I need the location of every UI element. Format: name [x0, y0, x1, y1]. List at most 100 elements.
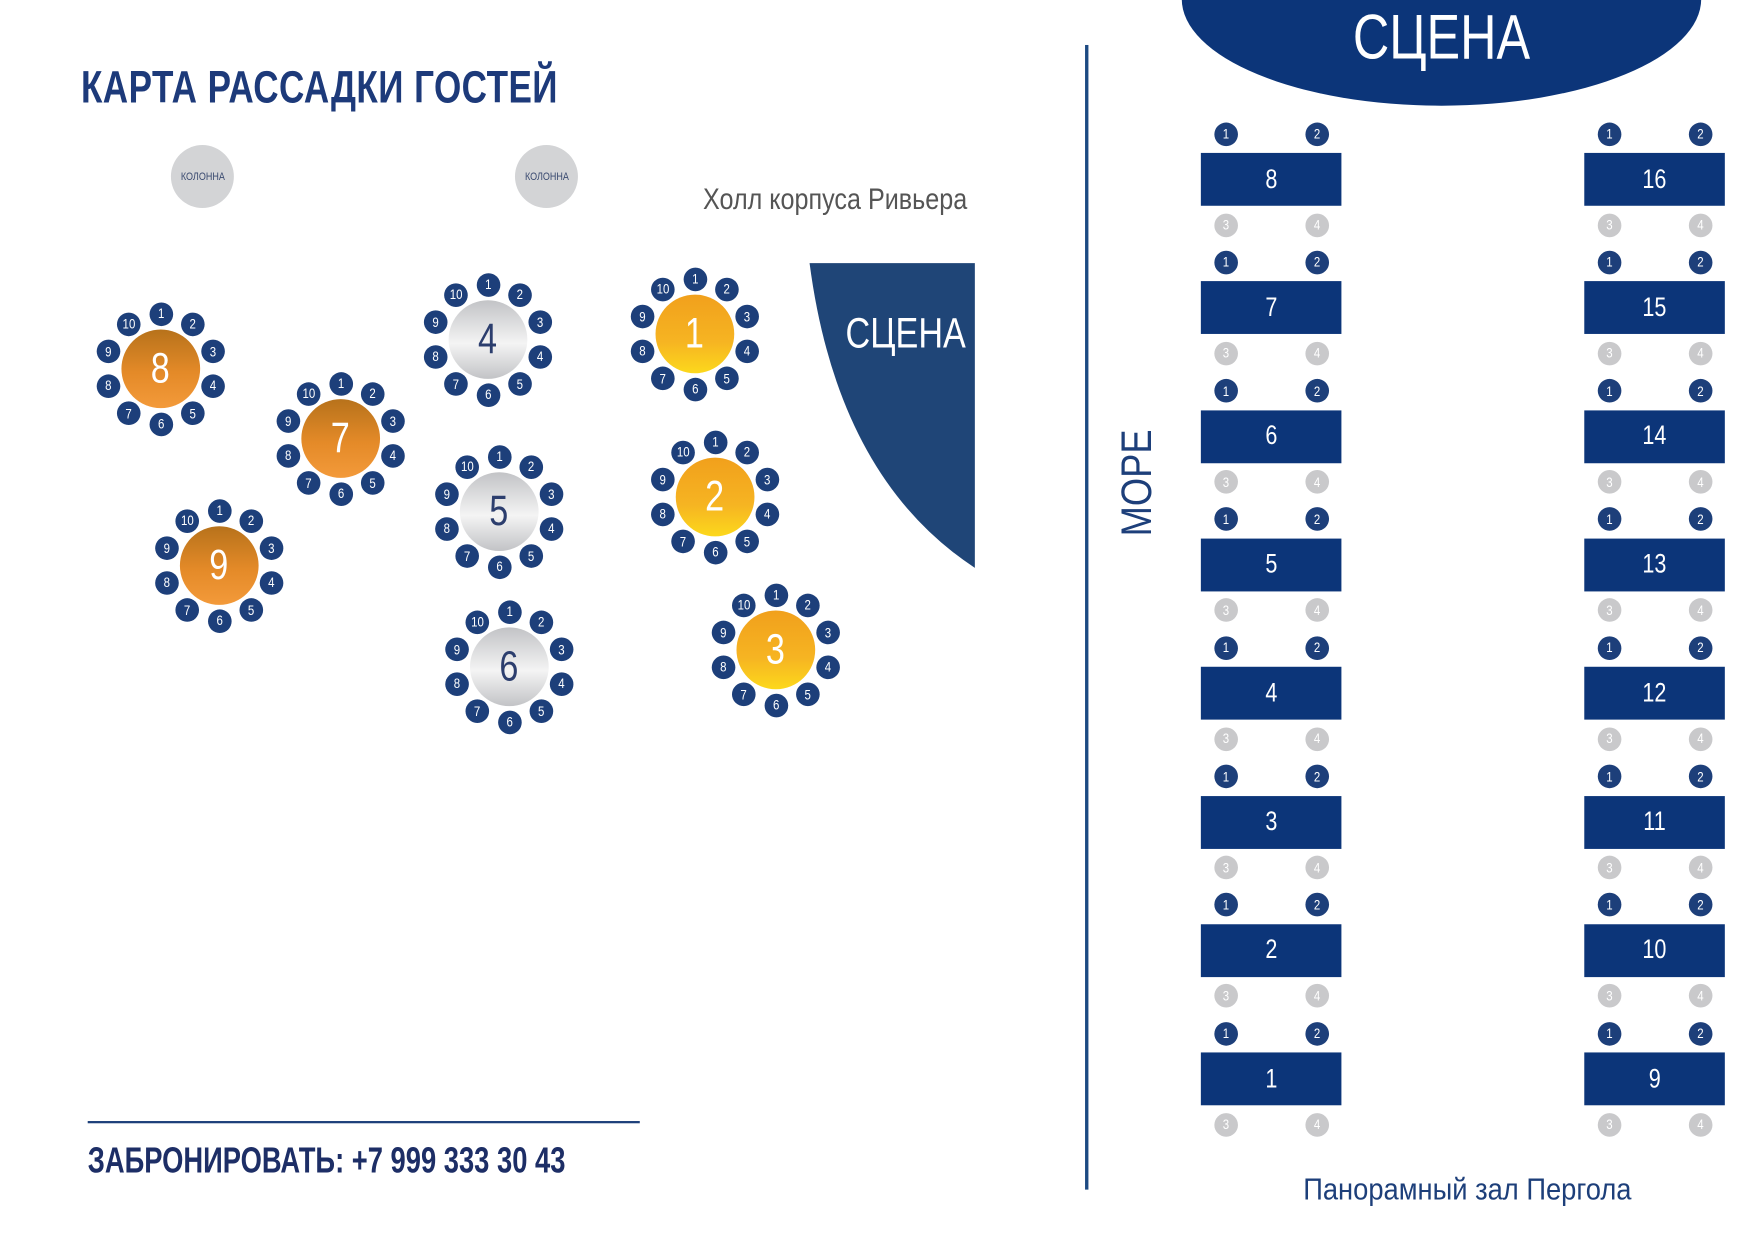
seat[interactable]: 10: [465, 610, 489, 634]
seat[interactable]: 3: [755, 468, 780, 492]
seat[interactable]: 2: [1688, 764, 1712, 789]
seat[interactable]: 3: [1597, 855, 1621, 880]
seat[interactable]: 8: [96, 374, 121, 398]
seat[interactable]: 1: [764, 583, 788, 607]
round-table-3[interactable]: 3: [736, 610, 816, 690]
seat[interactable]: 10: [175, 509, 199, 533]
seat[interactable]: 7: [175, 598, 199, 622]
seat[interactable]: 8: [711, 655, 736, 679]
seat[interactable]: 3: [1213, 1112, 1238, 1137]
seat[interactable]: 2: [1304, 507, 1329, 532]
seat[interactable]: 9: [155, 536, 179, 561]
seat[interactable]: 7: [731, 682, 756, 707]
seat[interactable]: 4: [1304, 213, 1329, 237]
seat[interactable]: 5: [508, 372, 533, 396]
seat[interactable]: 3: [735, 305, 760, 329]
seat[interactable]: 3: [1597, 984, 1621, 1008]
seat[interactable]: 5: [735, 529, 760, 554]
seat[interactable]: 4: [1304, 984, 1329, 1008]
seat[interactable]: 4: [1688, 341, 1712, 366]
seat[interactable]: 1: [1213, 507, 1238, 532]
seat[interactable]: 1: [1597, 250, 1621, 275]
seat[interactable]: 4: [539, 516, 564, 541]
seat[interactable]: 3: [201, 339, 225, 364]
rect-table-12[interactable]: 12: [1584, 666, 1725, 720]
seat[interactable]: 5: [715, 366, 740, 391]
seat[interactable]: 1: [1597, 379, 1621, 403]
seat[interactable]: 4: [201, 374, 225, 398]
seat[interactable]: 2: [735, 440, 760, 465]
seat[interactable]: 2: [1304, 636, 1329, 660]
seat[interactable]: 8: [276, 443, 301, 468]
seat[interactable]: 1: [1597, 121, 1621, 146]
seat[interactable]: 8: [630, 339, 655, 363]
rect-table-13[interactable]: 13: [1584, 538, 1725, 592]
rect-table-7[interactable]: 7: [1200, 281, 1342, 335]
seat[interactable]: 3: [381, 409, 405, 434]
seat[interactable]: 7: [455, 544, 479, 568]
seat[interactable]: 7: [650, 366, 675, 391]
seat[interactable]: 8: [155, 570, 179, 595]
seat[interactable]: 6: [703, 540, 727, 564]
seat[interactable]: 10: [650, 277, 675, 302]
seat[interactable]: 1: [1213, 764, 1238, 789]
seat[interactable]: 1: [1213, 379, 1238, 403]
seat[interactable]: 9: [630, 305, 655, 329]
rect-table-9[interactable]: 9: [1584, 1052, 1725, 1106]
seat[interactable]: 1: [703, 430, 727, 454]
seat[interactable]: 1: [1213, 250, 1238, 275]
seat[interactable]: 2: [181, 312, 205, 337]
seat[interactable]: 4: [259, 570, 284, 595]
round-table-7[interactable]: 7: [301, 399, 381, 478]
seat[interactable]: 2: [519, 455, 544, 479]
seat[interactable]: 6: [764, 693, 788, 717]
seat[interactable]: 1: [1213, 1021, 1238, 1046]
seat[interactable]: 1: [1213, 893, 1238, 917]
seat[interactable]: 2: [1688, 636, 1712, 660]
seat[interactable]: 1: [207, 498, 232, 523]
seat[interactable]: 2: [1304, 893, 1329, 917]
seat[interactable]: 2: [1304, 121, 1329, 146]
seat[interactable]: 1: [683, 267, 707, 291]
seat[interactable]: 9: [445, 637, 469, 662]
seat[interactable]: 4: [1304, 855, 1329, 880]
seat[interactable]: 5: [519, 544, 544, 568]
seat[interactable]: 5: [239, 598, 264, 622]
seat[interactable]: 2: [1688, 121, 1712, 146]
seat[interactable]: 1: [476, 272, 500, 297]
seat[interactable]: 6: [148, 412, 173, 436]
seat[interactable]: 10: [296, 382, 321, 406]
seat[interactable]: 9: [276, 409, 301, 434]
seat[interactable]: 4: [1688, 984, 1712, 1008]
seat[interactable]: 2: [1688, 893, 1712, 917]
seat[interactable]: 3: [1597, 470, 1621, 494]
rect-table-1[interactable]: 1: [1200, 1052, 1342, 1106]
seat[interactable]: 3: [1597, 213, 1621, 237]
seat[interactable]: 2: [1688, 379, 1712, 403]
seat[interactable]: 3: [539, 482, 564, 507]
round-table-6[interactable]: 6: [469, 627, 549, 707]
seat[interactable]: 3: [1213, 727, 1238, 751]
seat[interactable]: 3: [1597, 727, 1621, 751]
seat[interactable]: 8: [445, 671, 469, 696]
seat[interactable]: 3: [816, 621, 841, 645]
seat[interactable]: 4: [1688, 1112, 1712, 1137]
rect-table-4[interactable]: 4: [1200, 666, 1342, 720]
round-table-9[interactable]: 9: [179, 526, 259, 605]
seat[interactable]: 4: [1304, 1112, 1329, 1137]
rect-table-5[interactable]: 5: [1200, 538, 1342, 592]
seat[interactable]: 1: [148, 301, 173, 326]
seat[interactable]: 9: [650, 468, 675, 492]
seat[interactable]: 4: [528, 344, 553, 369]
seat[interactable]: 1: [497, 599, 522, 624]
seat[interactable]: 1: [328, 371, 353, 396]
seat[interactable]: 3: [549, 637, 574, 662]
seat[interactable]: 3: [1213, 984, 1238, 1008]
rect-table-3[interactable]: 3: [1200, 795, 1342, 849]
seat[interactable]: 2: [1304, 379, 1329, 403]
seat[interactable]: 3: [1213, 470, 1238, 494]
seat[interactable]: 4: [1688, 727, 1712, 751]
seat[interactable]: 9: [96, 339, 121, 364]
rect-table-11[interactable]: 11: [1584, 795, 1725, 849]
seat[interactable]: 9: [711, 621, 736, 645]
